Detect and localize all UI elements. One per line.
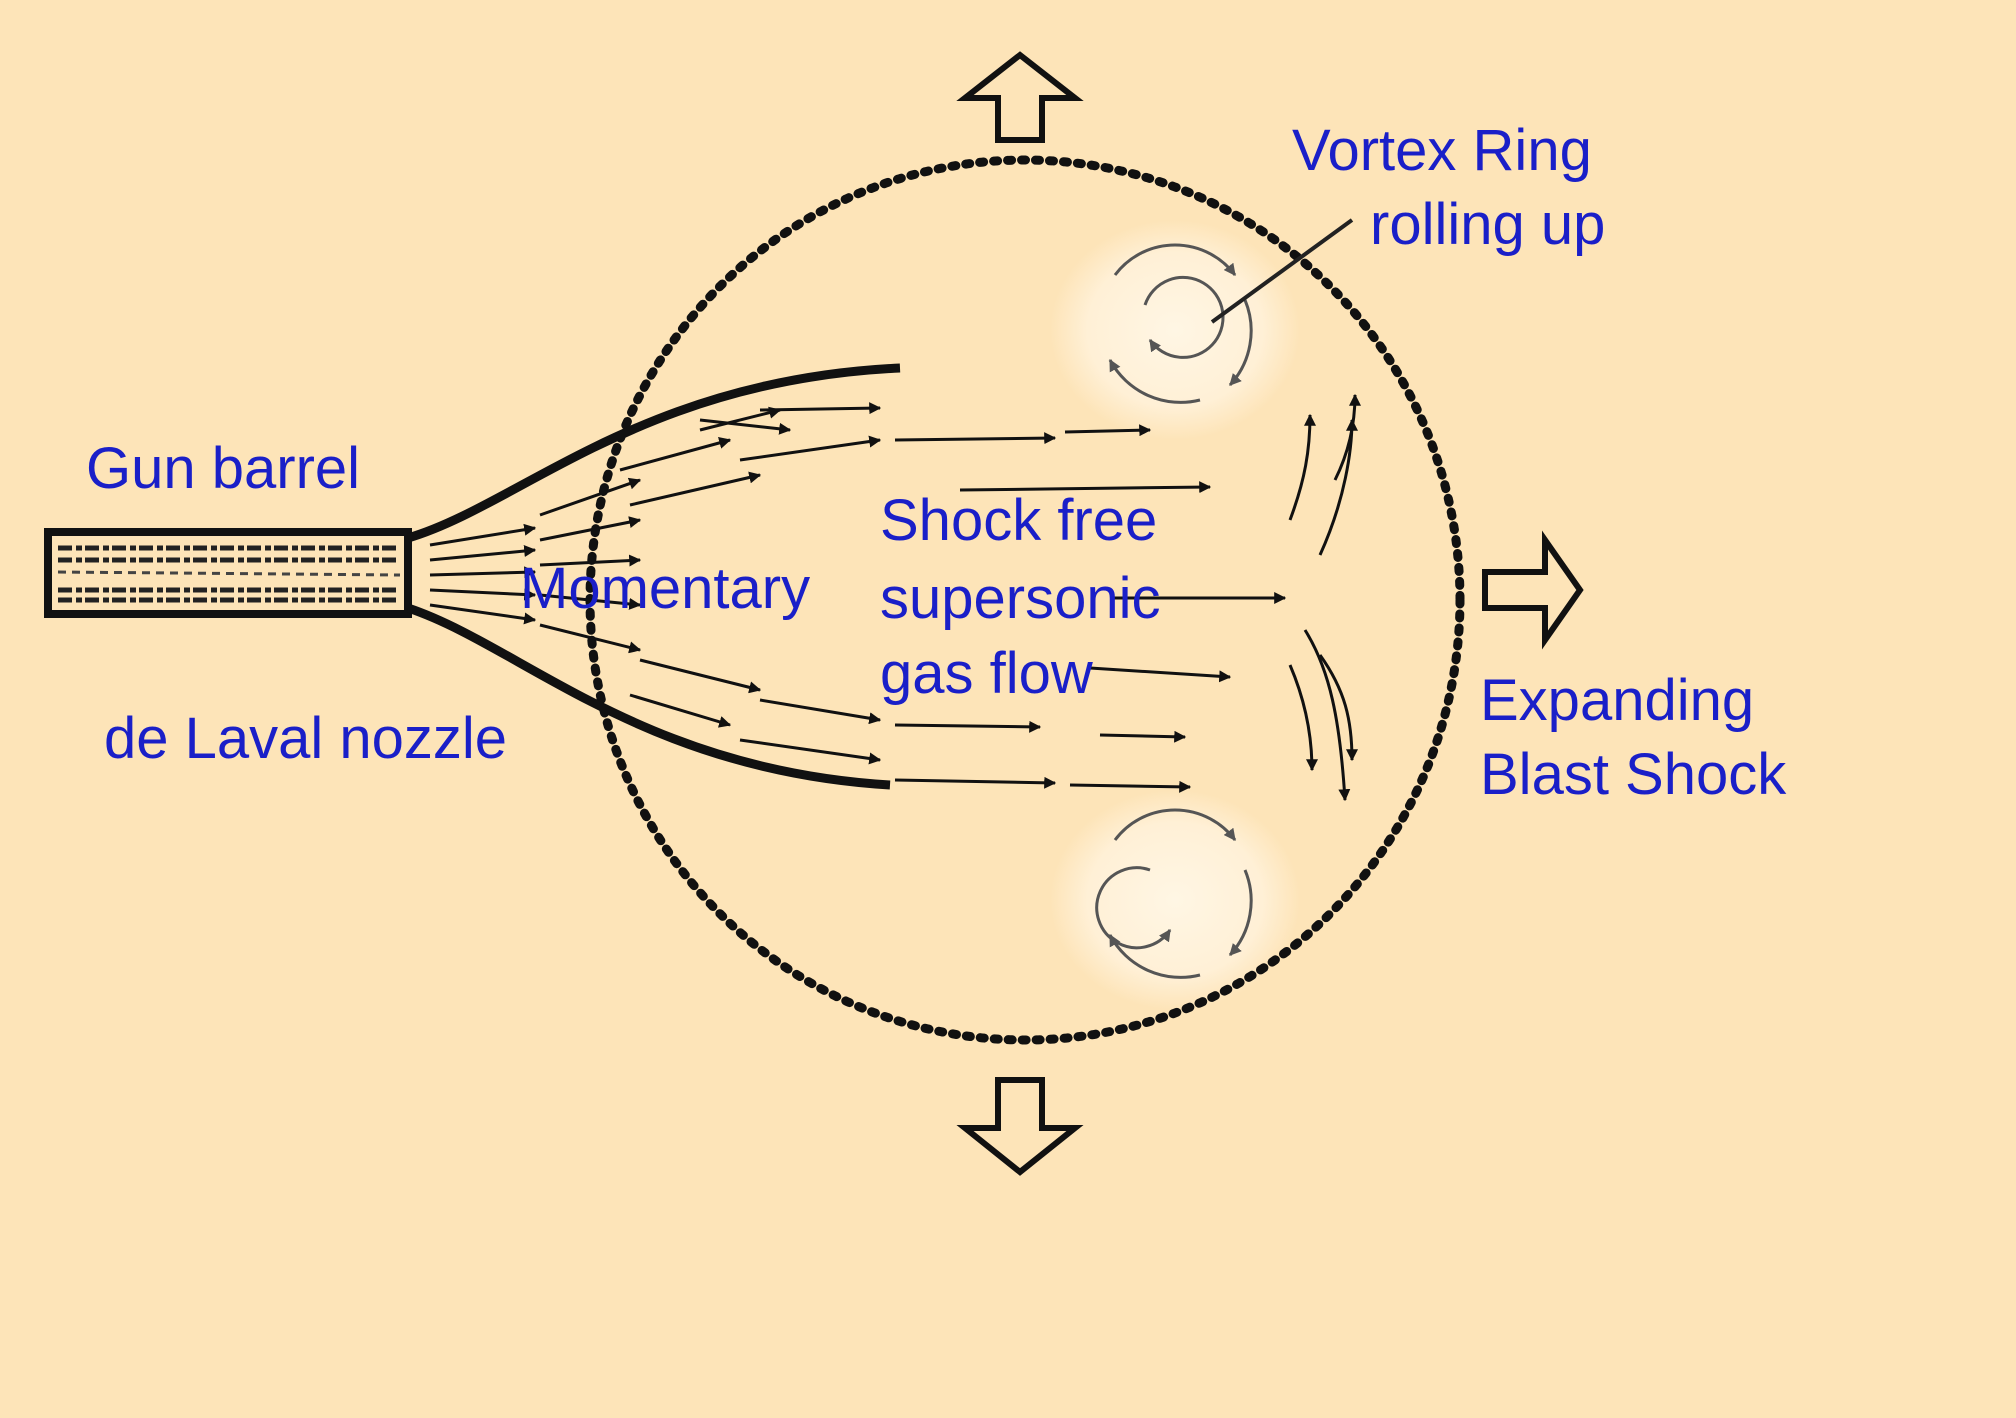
label-shock-free-1: Shock free bbox=[880, 488, 1158, 553]
label-gun-barrel: Gun barrel bbox=[86, 436, 361, 501]
curving-flow-arrows bbox=[1288, 393, 1361, 802]
label-momentary: Momentary bbox=[520, 556, 811, 621]
label-expanding: Expanding bbox=[1480, 668, 1755, 733]
nozzle-flow-arrows bbox=[429, 402, 882, 765]
label-vortex-ring-1: Vortex Ring bbox=[1292, 118, 1592, 183]
label-de-laval-nozzle: de Laval nozzle bbox=[104, 706, 508, 771]
label-shock-free-3: gas flow bbox=[880, 641, 1093, 706]
label-vortex-ring-2: rolling up bbox=[1370, 192, 1606, 257]
vortex-ring-top bbox=[1050, 220, 1300, 440]
vortex-top-arrows bbox=[1108, 243, 1253, 404]
expansion-arrow-right-icon bbox=[1482, 530, 1584, 650]
expansion-arrow-up-icon bbox=[956, 51, 1084, 143]
label-blast-shock: Blast Shock bbox=[1480, 742, 1787, 807]
vortex-bottom-arrows bbox=[1095, 808, 1253, 979]
de-laval-nozzle bbox=[406, 363, 901, 790]
expansion-arrow-down-icon bbox=[956, 1077, 1084, 1176]
gun-barrel bbox=[44, 528, 412, 618]
shock-free-flow-arrows bbox=[894, 424, 1287, 793]
vortex-leader-line bbox=[1210, 218, 1354, 324]
label-shock-free-2: supersonic bbox=[880, 566, 1161, 631]
